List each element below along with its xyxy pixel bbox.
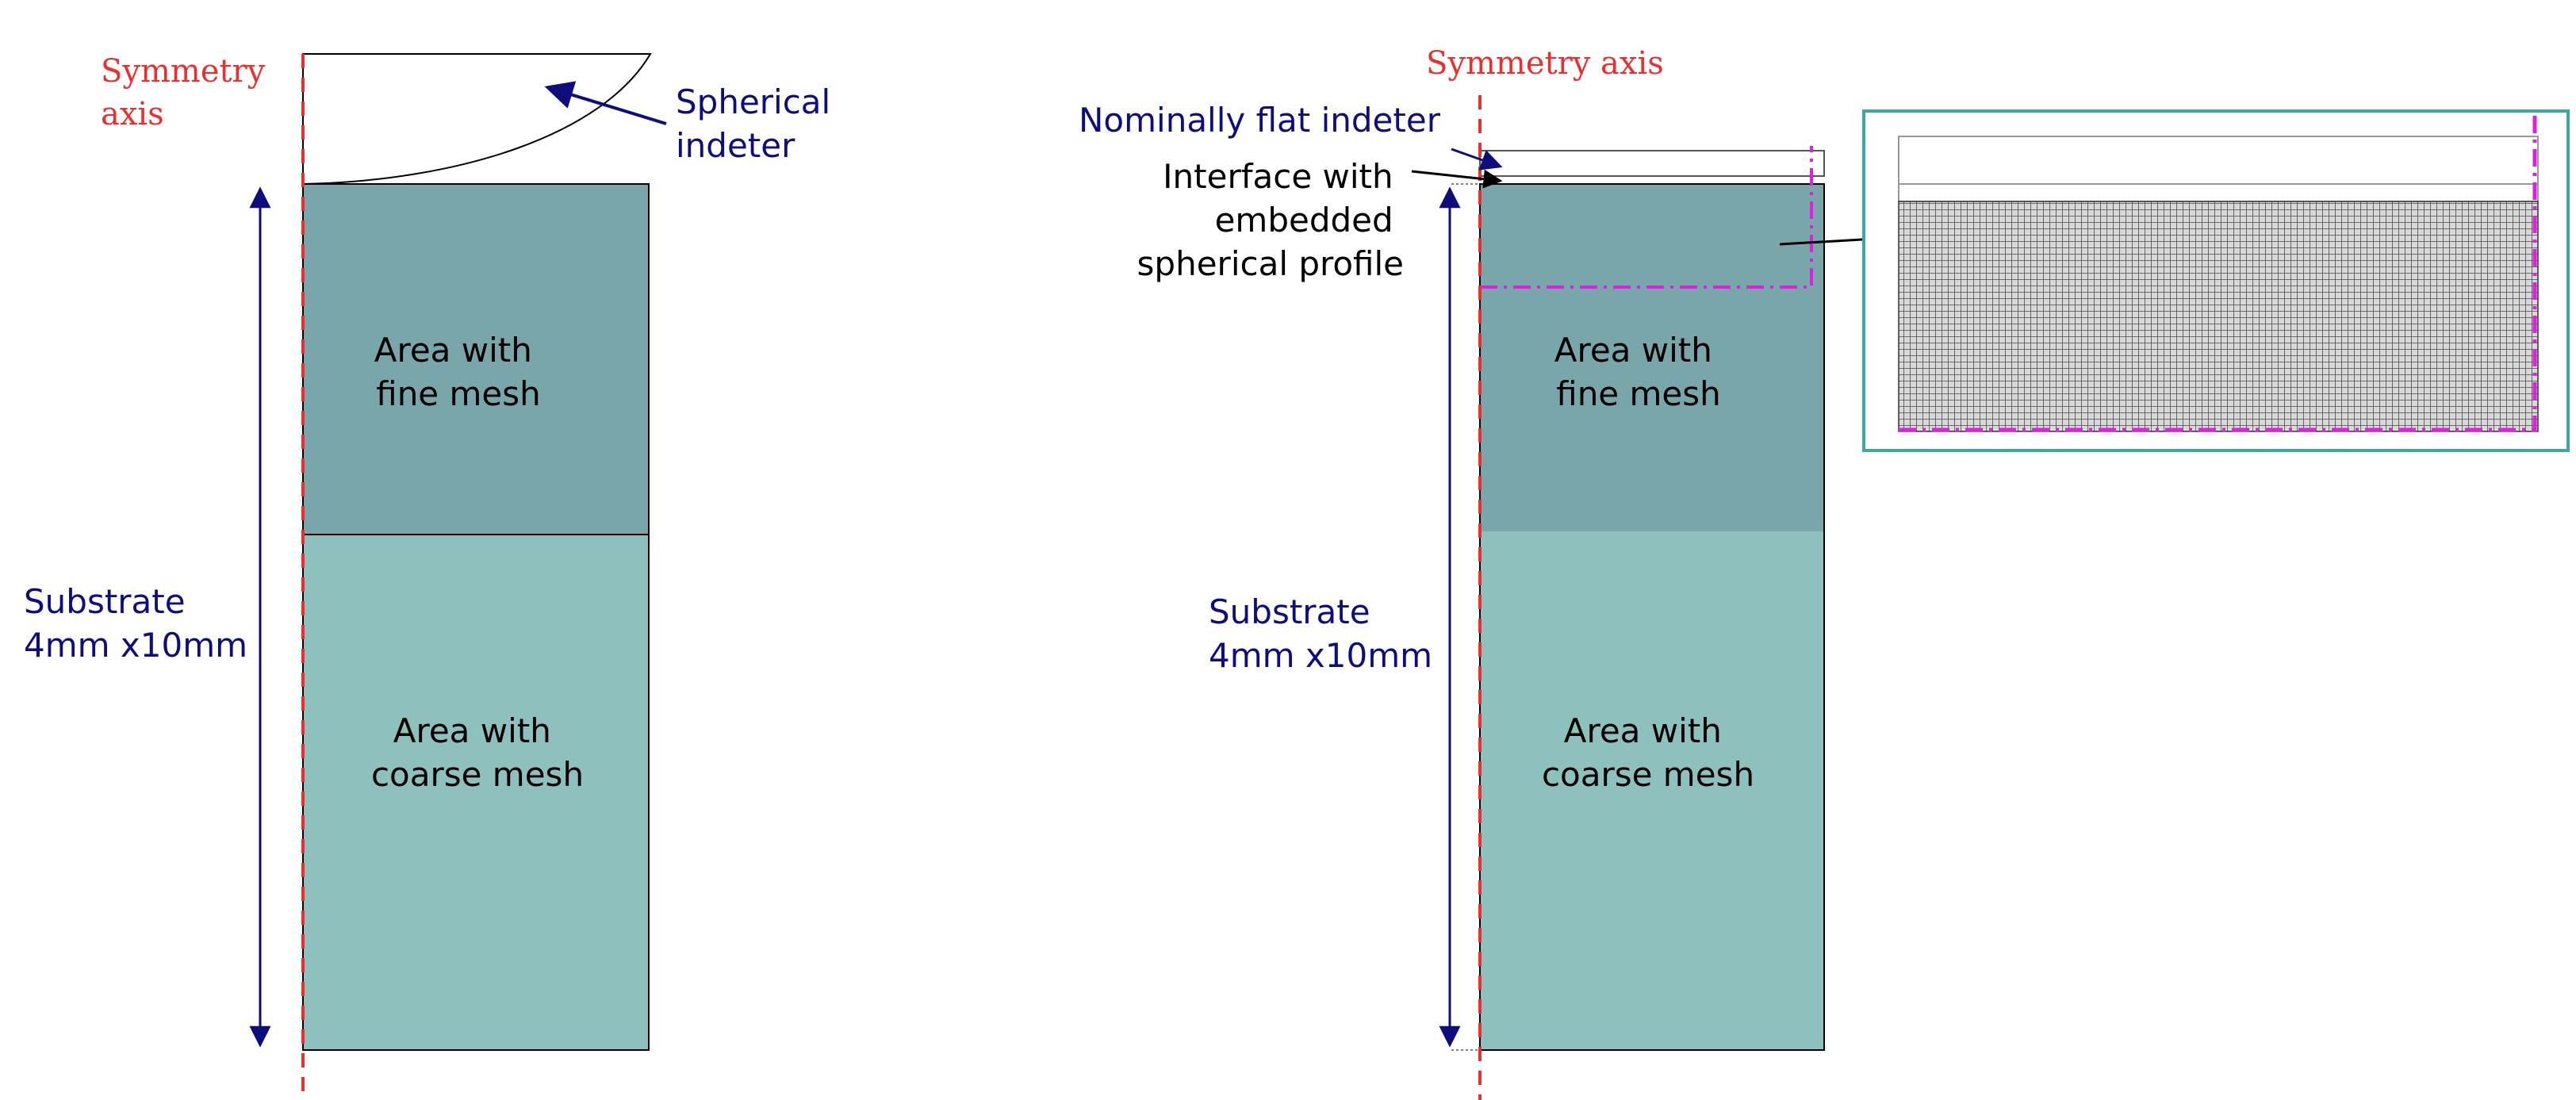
left-symmetry-axis-line-2: axis: [101, 96, 164, 132]
right-fine-mesh-label-line-2: fine mesh: [1556, 374, 1721, 413]
left-spherical-indenter-shape: [302, 53, 652, 186]
right-symmetry-axis-label: Symmetry axis: [1426, 45, 1664, 82]
left-fine-mesh-label-line-1: Area with: [374, 331, 532, 370]
left-symmetry-axis-label: Symmetry axis: [101, 53, 275, 132]
zoom-inset-mesh-grid: [1898, 201, 2539, 432]
left-indenter-label-line-2: indeter: [676, 126, 795, 165]
zoom-inset-indenter: [1898, 136, 2539, 185]
right-coarse-mesh-label-line-2: coarse mesh: [1542, 755, 1754, 794]
right-interface-label-line-1: Interface with: [1163, 157, 1393, 196]
right-interface-label: Interface with embedded spherical profil…: [1137, 157, 1404, 283]
right-indenter-callout-arrow: [1451, 148, 1503, 171]
zoom-inset-interface-band: [1898, 183, 2539, 202]
left-coarse-mesh-label-line-2: coarse mesh: [371, 755, 584, 794]
right-interface-label-line-2: embedded: [1215, 201, 1393, 240]
right-fine-mesh-label: Area with fine mesh: [1554, 331, 1723, 413]
right-flat-indenter-shape: [1479, 150, 1825, 177]
left-substrate-label-line-1: Substrate: [24, 582, 186, 621]
left-indenter-label-line-1: Spherical: [676, 82, 830, 121]
right-coarse-mesh-label: Area with coarse mesh: [1542, 711, 1754, 794]
left-indenter-label: Spherical indeter: [676, 82, 841, 165]
left-coarse-mesh-label-line-1: Area with: [393, 711, 551, 750]
right-substrate-label-line-2: 4mm x10mm: [1209, 636, 1432, 675]
left-substrate-label-line-2: 4mm x10mm: [24, 626, 247, 665]
right-interface-callout-arrow: [1411, 169, 1503, 189]
zoom-inset: [1862, 109, 2570, 452]
right-indenter-label: Nominally flat indeter: [1079, 101, 1441, 140]
right-fine-mesh-label-line-1: Area with: [1554, 331, 1712, 370]
left-indenter-callout-arrow: [544, 81, 667, 125]
right-model: Symmetry axis Nominally flat indeter Int…: [1079, 45, 1892, 1100]
right-substrate-label-line-1: Substrate: [1209, 592, 1370, 631]
left-symmetry-axis-line-1: Symmetry: [101, 53, 266, 90]
right-coarse-mesh-region: [1480, 531, 1824, 1050]
right-zoom-region-outline: [1480, 146, 1813, 289]
right-fine-mesh-region: [1480, 184, 1824, 531]
left-model: Symmetry axis Spherical indeter Substrat…: [24, 53, 841, 1100]
left-fine-mesh-label-line-2: fine mesh: [376, 374, 541, 413]
right-substrate-outline: [1479, 183, 1825, 1051]
zoom-inset-region-outline: [1899, 114, 2537, 432]
left-coarse-mesh-label: Area with coarse mesh: [371, 711, 584, 794]
left-coarse-mesh-region: [302, 534, 650, 1051]
right-interface-label-line-3: spherical profile: [1137, 244, 1404, 283]
right-substrate-label: Substrate 4mm x10mm: [1209, 592, 1432, 675]
left-substrate-label: Substrate 4mm x10mm: [24, 582, 247, 665]
right-coarse-mesh-label-line-1: Area with: [1564, 711, 1722, 750]
left-fine-mesh-region: [302, 183, 650, 535]
left-fine-mesh-label: Area with fine mesh: [374, 331, 542, 413]
